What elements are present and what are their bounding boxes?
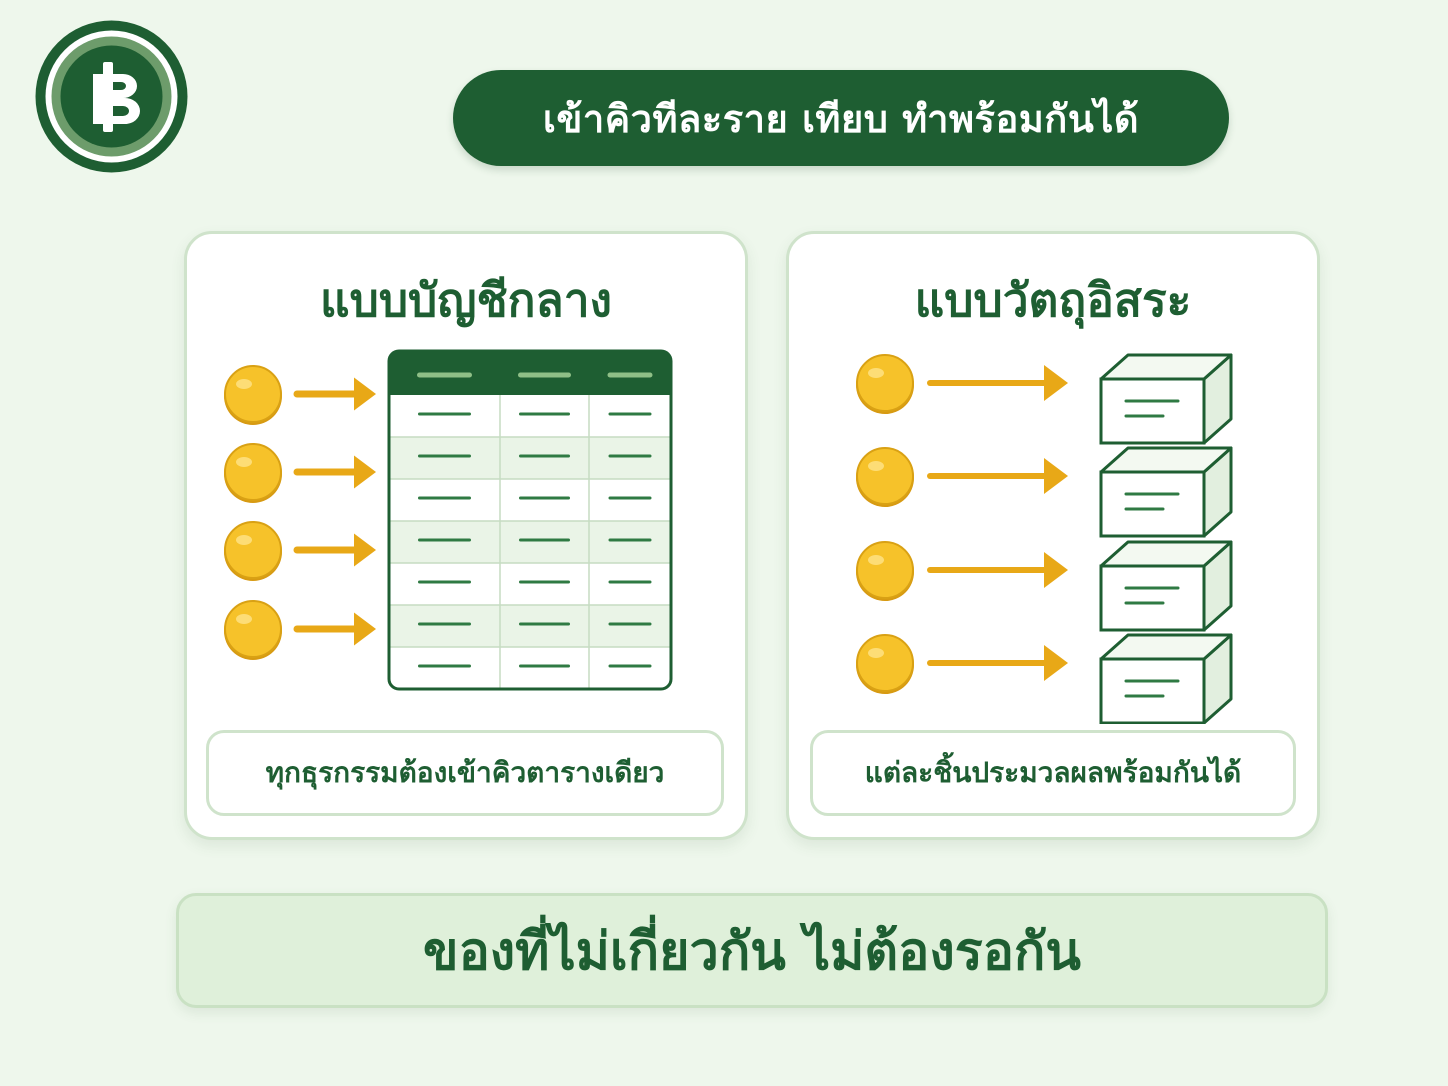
arrow-icon <box>927 365 1068 401</box>
arrow-icon <box>927 645 1068 681</box>
object-caption: แต่ละชิ้นประมวลผลพร้อมกันได้ <box>810 730 1296 816</box>
package-box-icon <box>1099 633 1233 724</box>
object-diagram <box>856 353 1233 724</box>
coin-icon <box>224 365 282 425</box>
arrow-icon <box>293 377 376 411</box>
table-row <box>389 479 671 521</box>
object-panel: แบบวัตถุอิสระ แต่ละชิ้นประมวลผลพร้อมกันไ… <box>786 231 1320 840</box>
coin-icon <box>856 541 914 601</box>
ledger-panel-title: แบบบัญชีกลาง <box>320 273 612 327</box>
table-row <box>389 605 671 647</box>
coin-icon <box>224 521 282 581</box>
table-row <box>389 437 671 479</box>
package-box-icon <box>1099 446 1233 538</box>
arrow-icon <box>927 458 1068 494</box>
table-border <box>387 349 673 691</box>
ledger-diagram <box>224 349 673 691</box>
coin-icon <box>856 447 914 507</box>
coin-icon <box>856 634 914 694</box>
ledger-panel: แบบบัญชีกลาง ทุกธุรกรรมต้องเข้าคิวตารางเ… <box>184 231 748 840</box>
arrow-icon <box>293 455 376 489</box>
ledger-caption: ทุกธุรกรรมต้องเข้าคิวตารางเดียว <box>206 730 724 816</box>
coin-icon <box>224 600 282 660</box>
package-box-icon <box>1099 353 1233 445</box>
table-row <box>389 647 671 689</box>
summary-banner: ของที่ไม่เกี่ยวกัน ไม่ต้องรอกัน <box>176 893 1328 1008</box>
page-title: เข้าคิวทีละราย เทียบ ทำพร้อมกันได้ <box>453 70 1229 166</box>
arrow-icon <box>293 533 376 567</box>
table-row <box>389 395 671 437</box>
table-row <box>389 521 671 563</box>
package-box-icon <box>1099 540 1233 632</box>
object-panel-title: แบบวัตถุอิสระ <box>914 273 1192 327</box>
ledger-table <box>387 349 673 691</box>
table-row <box>389 563 671 605</box>
arrow-icon <box>927 552 1068 588</box>
baht-logo-icon <box>35 20 188 173</box>
coin-icon <box>224 443 282 503</box>
coin-icon <box>856 354 914 414</box>
arrow-icon <box>293 612 376 646</box>
